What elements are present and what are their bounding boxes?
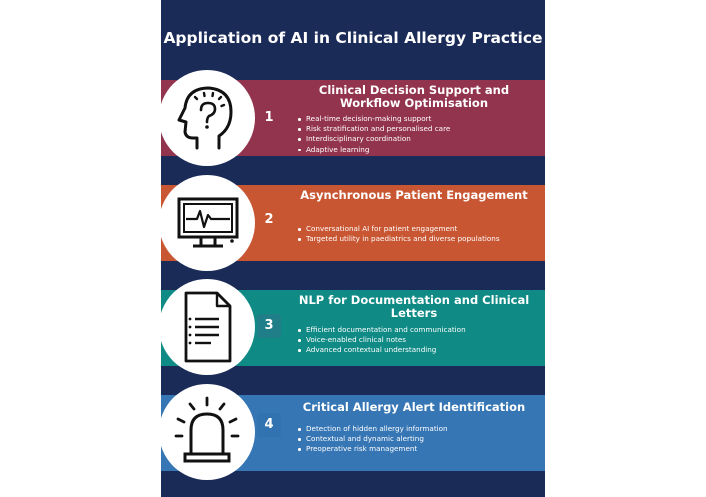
section-1-bullet-4: Adaptive learning bbox=[298, 145, 541, 155]
head-question-icon bbox=[177, 86, 233, 150]
section-1-bullet-1: Real-time decision-making support bbox=[298, 114, 541, 124]
infographic-poster: Application of AI in Clinical Allergy Pr… bbox=[161, 0, 545, 497]
section-2-bullet-1: Conversational AI for patient engagement bbox=[298, 224, 541, 234]
section-3-bullet-2: Voice-enabled clinical notes bbox=[298, 335, 541, 345]
alarm-siren-icon bbox=[174, 396, 240, 463]
section-4-bullet-1: Detection of hidden allergy information bbox=[298, 424, 541, 434]
section-4-heading: Critical Allergy Alert Identification bbox=[302, 400, 526, 414]
section-1-number: 1 bbox=[257, 106, 281, 130]
section-4-number: 4 bbox=[257, 413, 281, 437]
section-4-bullet-2: Contextual and dynamic alerting bbox=[298, 434, 541, 444]
section-3-bullet-1: Efficient documentation and communicatio… bbox=[298, 325, 541, 335]
section-3-heading: NLP for Documentation and Clinical Lette… bbox=[298, 293, 530, 320]
section-1-bullet-2: Risk stratification and personalised car… bbox=[298, 124, 541, 134]
section-2-bullets: Conversational AI for patient engagement… bbox=[298, 224, 541, 244]
section-2-icon-circle bbox=[161, 175, 255, 271]
section-2-bullet-2: Targeted utility in paediatrics and dive… bbox=[298, 234, 541, 244]
section-2-number: 2 bbox=[257, 208, 281, 232]
section-1-icon-circle bbox=[161, 70, 255, 166]
section-4-bullets: Detection of hidden allergy information … bbox=[298, 424, 541, 455]
section-3-bullets: Efficient documentation and communicatio… bbox=[298, 325, 541, 356]
section-3-number: 3 bbox=[257, 314, 281, 338]
monitor-heartbeat-icon bbox=[177, 197, 239, 248]
section-4-bullet-3: Preoperative risk management bbox=[298, 444, 541, 454]
section-3-bullet-3: Advanced contextual understanding bbox=[298, 345, 541, 355]
section-1-heading: Clinical Decision Support and Workflow O… bbox=[318, 83, 510, 110]
page-title: Application of AI in Clinical Allergy Pr… bbox=[163, 29, 543, 47]
section-3-icon-circle bbox=[161, 279, 255, 375]
section-4-icon-circle bbox=[161, 384, 255, 480]
section-2-heading: Asynchronous Patient Engagement bbox=[300, 188, 528, 202]
section-1-bullets: Real-time decision-making support Risk s… bbox=[298, 114, 541, 155]
document-icon bbox=[184, 291, 232, 363]
section-1-bullet-3: Interdisciplinary coordination bbox=[298, 134, 541, 144]
